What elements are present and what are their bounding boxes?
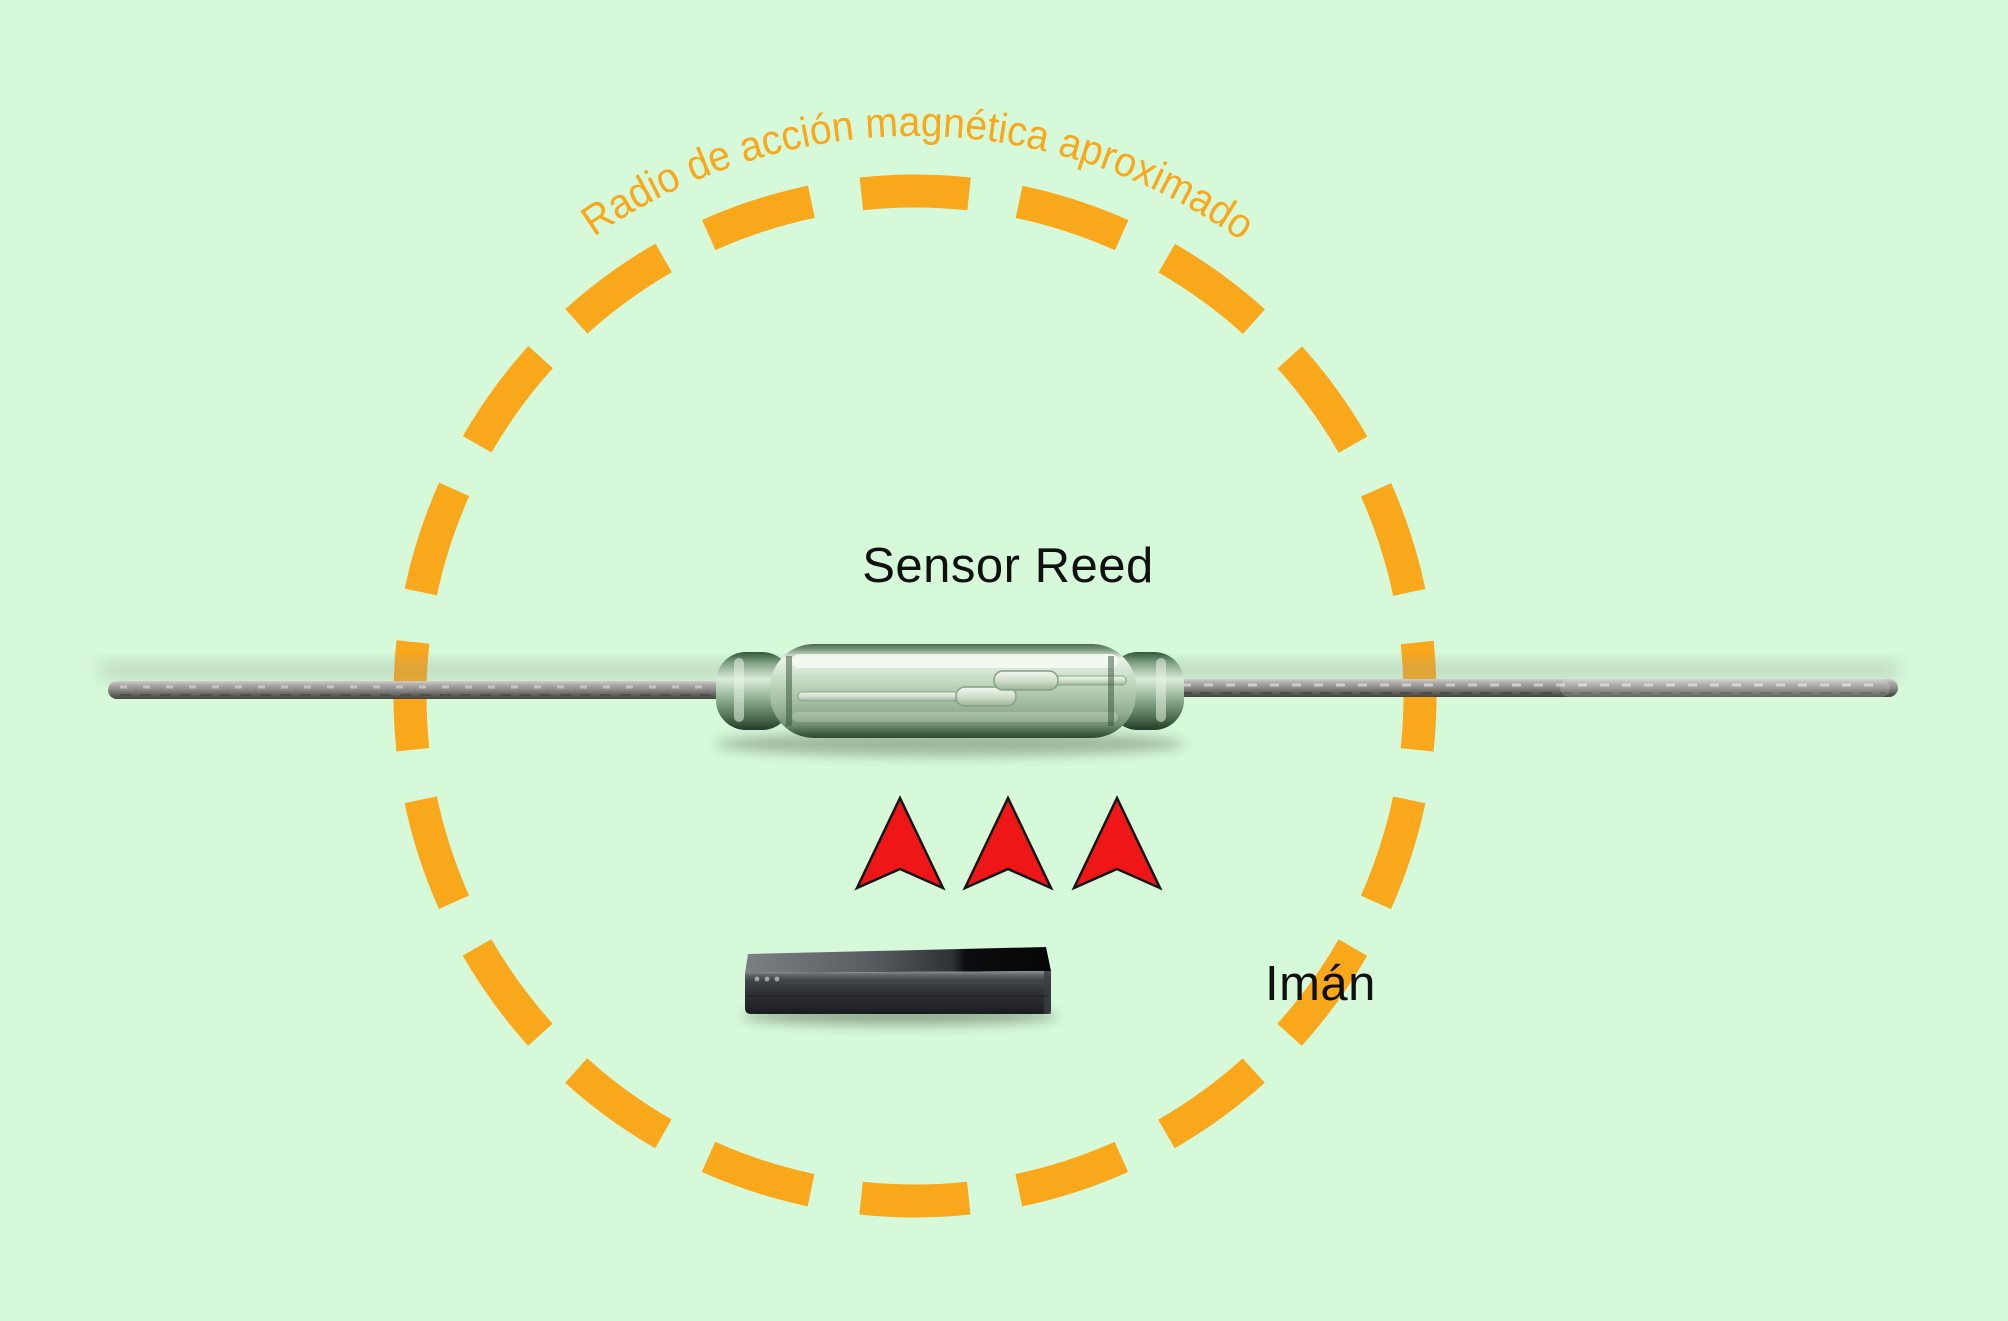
sensor-label: Sensor Reed	[862, 539, 1154, 593]
reed-lead-wire-right	[1142, 679, 1898, 697]
up-arrow-icon	[854, 795, 946, 891]
magnetic-force-arrows	[854, 795, 1163, 891]
reed-sensor	[108, 644, 1898, 738]
magnet-label: Imán	[1265, 957, 1376, 1011]
up-arrow-icon	[1071, 795, 1163, 891]
up-arrow-icon	[962, 795, 1054, 891]
reed-lead-wire-left	[108, 681, 758, 699]
magnet-front-face	[745, 971, 1051, 1014]
reed-glass-capsule	[716, 644, 1184, 738]
magnet-front-dots	[754, 976, 780, 982]
magnet-top-face	[745, 947, 1051, 973]
magnet	[745, 947, 1051, 1014]
reed-contacts	[797, 670, 1127, 707]
